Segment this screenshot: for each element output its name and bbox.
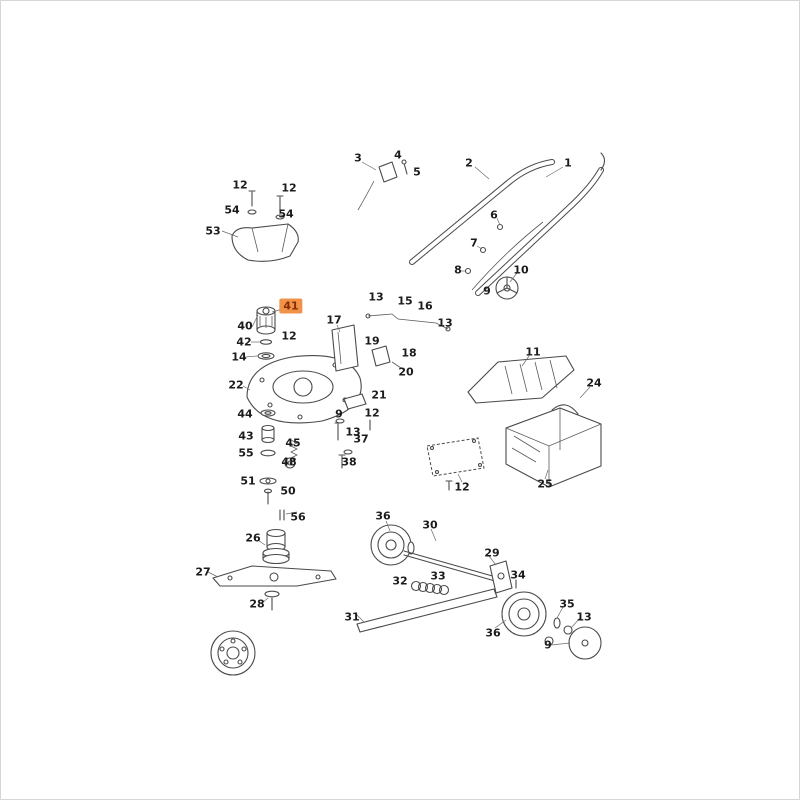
blade-assembly-art (212, 509, 337, 611)
part-label: 35 (559, 597, 575, 611)
part-label: 1 (564, 156, 572, 170)
part-label: 32 (392, 574, 408, 588)
part-label: 29 (484, 546, 500, 560)
part-label: 34 (510, 568, 526, 582)
part-label: 19 (364, 334, 380, 348)
engine-cover-art (231, 190, 299, 262)
part-label: 30 (422, 518, 438, 532)
part-label: 6 (490, 208, 498, 222)
part-label: 56 (290, 510, 306, 524)
part-label: 16 (417, 299, 433, 313)
part-label: 31 (344, 610, 360, 624)
deck-art (246, 313, 451, 431)
part-label: 42 (236, 335, 252, 349)
part-label: 55 (238, 446, 254, 460)
part-label: 13 (368, 290, 384, 304)
part-label: 2 (465, 156, 473, 170)
grass-bag-art (426, 355, 602, 491)
part-label: 11 (525, 345, 541, 359)
part-label: 48 (281, 455, 297, 469)
part-label: 20 (398, 365, 414, 379)
part-label: 12 (364, 406, 380, 420)
part-label: 25 (537, 477, 553, 491)
part-label: 53 (205, 224, 221, 238)
part-label: 17 (326, 313, 342, 327)
part-label: 12 (281, 329, 297, 343)
part-label: 22 (228, 378, 244, 392)
part-label: 7 (470, 236, 478, 250)
part-label: 21 (371, 388, 387, 402)
part-label: 36 (375, 509, 391, 523)
part-label: 28 (249, 597, 265, 611)
part-label: 18 (401, 346, 417, 360)
part-label: 50 (280, 484, 296, 498)
part-label: 9 (335, 407, 343, 421)
part-label: 27 (195, 565, 211, 579)
part-label: 3 (354, 151, 362, 165)
part-label: 13 (576, 610, 592, 624)
part-label: 44 (237, 407, 253, 421)
primer-art (256, 306, 276, 360)
part-label: 26 (245, 531, 261, 545)
part-label: 14 (231, 350, 247, 364)
part-label: 12 (232, 178, 248, 192)
part-label: 8 (454, 263, 462, 277)
part-label: 40 (237, 319, 253, 333)
leader-lines (207, 161, 591, 646)
part-label: 45 (285, 436, 301, 450)
wheel-axle-art (356, 524, 602, 660)
part-label: 33 (430, 569, 446, 583)
part-label-highlighted: 41 (279, 298, 303, 314)
part-label: 38 (341, 455, 357, 469)
part-label: 51 (240, 474, 256, 488)
part-label: 37 (353, 432, 369, 446)
part-label: 9 (544, 638, 552, 652)
spare-wheel-art (210, 630, 256, 676)
part-label: 10 (513, 263, 529, 277)
part-label: 13 (437, 316, 453, 330)
part-label: 12 (454, 480, 470, 494)
part-label: 15 (397, 294, 413, 308)
part-label: 54 (224, 203, 240, 217)
part-label: 4 (394, 148, 402, 162)
part-label: 54 (278, 207, 294, 221)
part-label: 5 (413, 165, 421, 179)
part-label: 24 (586, 376, 602, 390)
part-label: 36 (485, 626, 501, 640)
part-label: 13 (345, 425, 361, 439)
part-label: 9 (483, 284, 491, 298)
deck-hardware-art (259, 409, 353, 505)
part-label: 43 (238, 429, 254, 443)
handle-assembly-art (357, 152, 606, 300)
part-label: 12 (281, 181, 297, 195)
